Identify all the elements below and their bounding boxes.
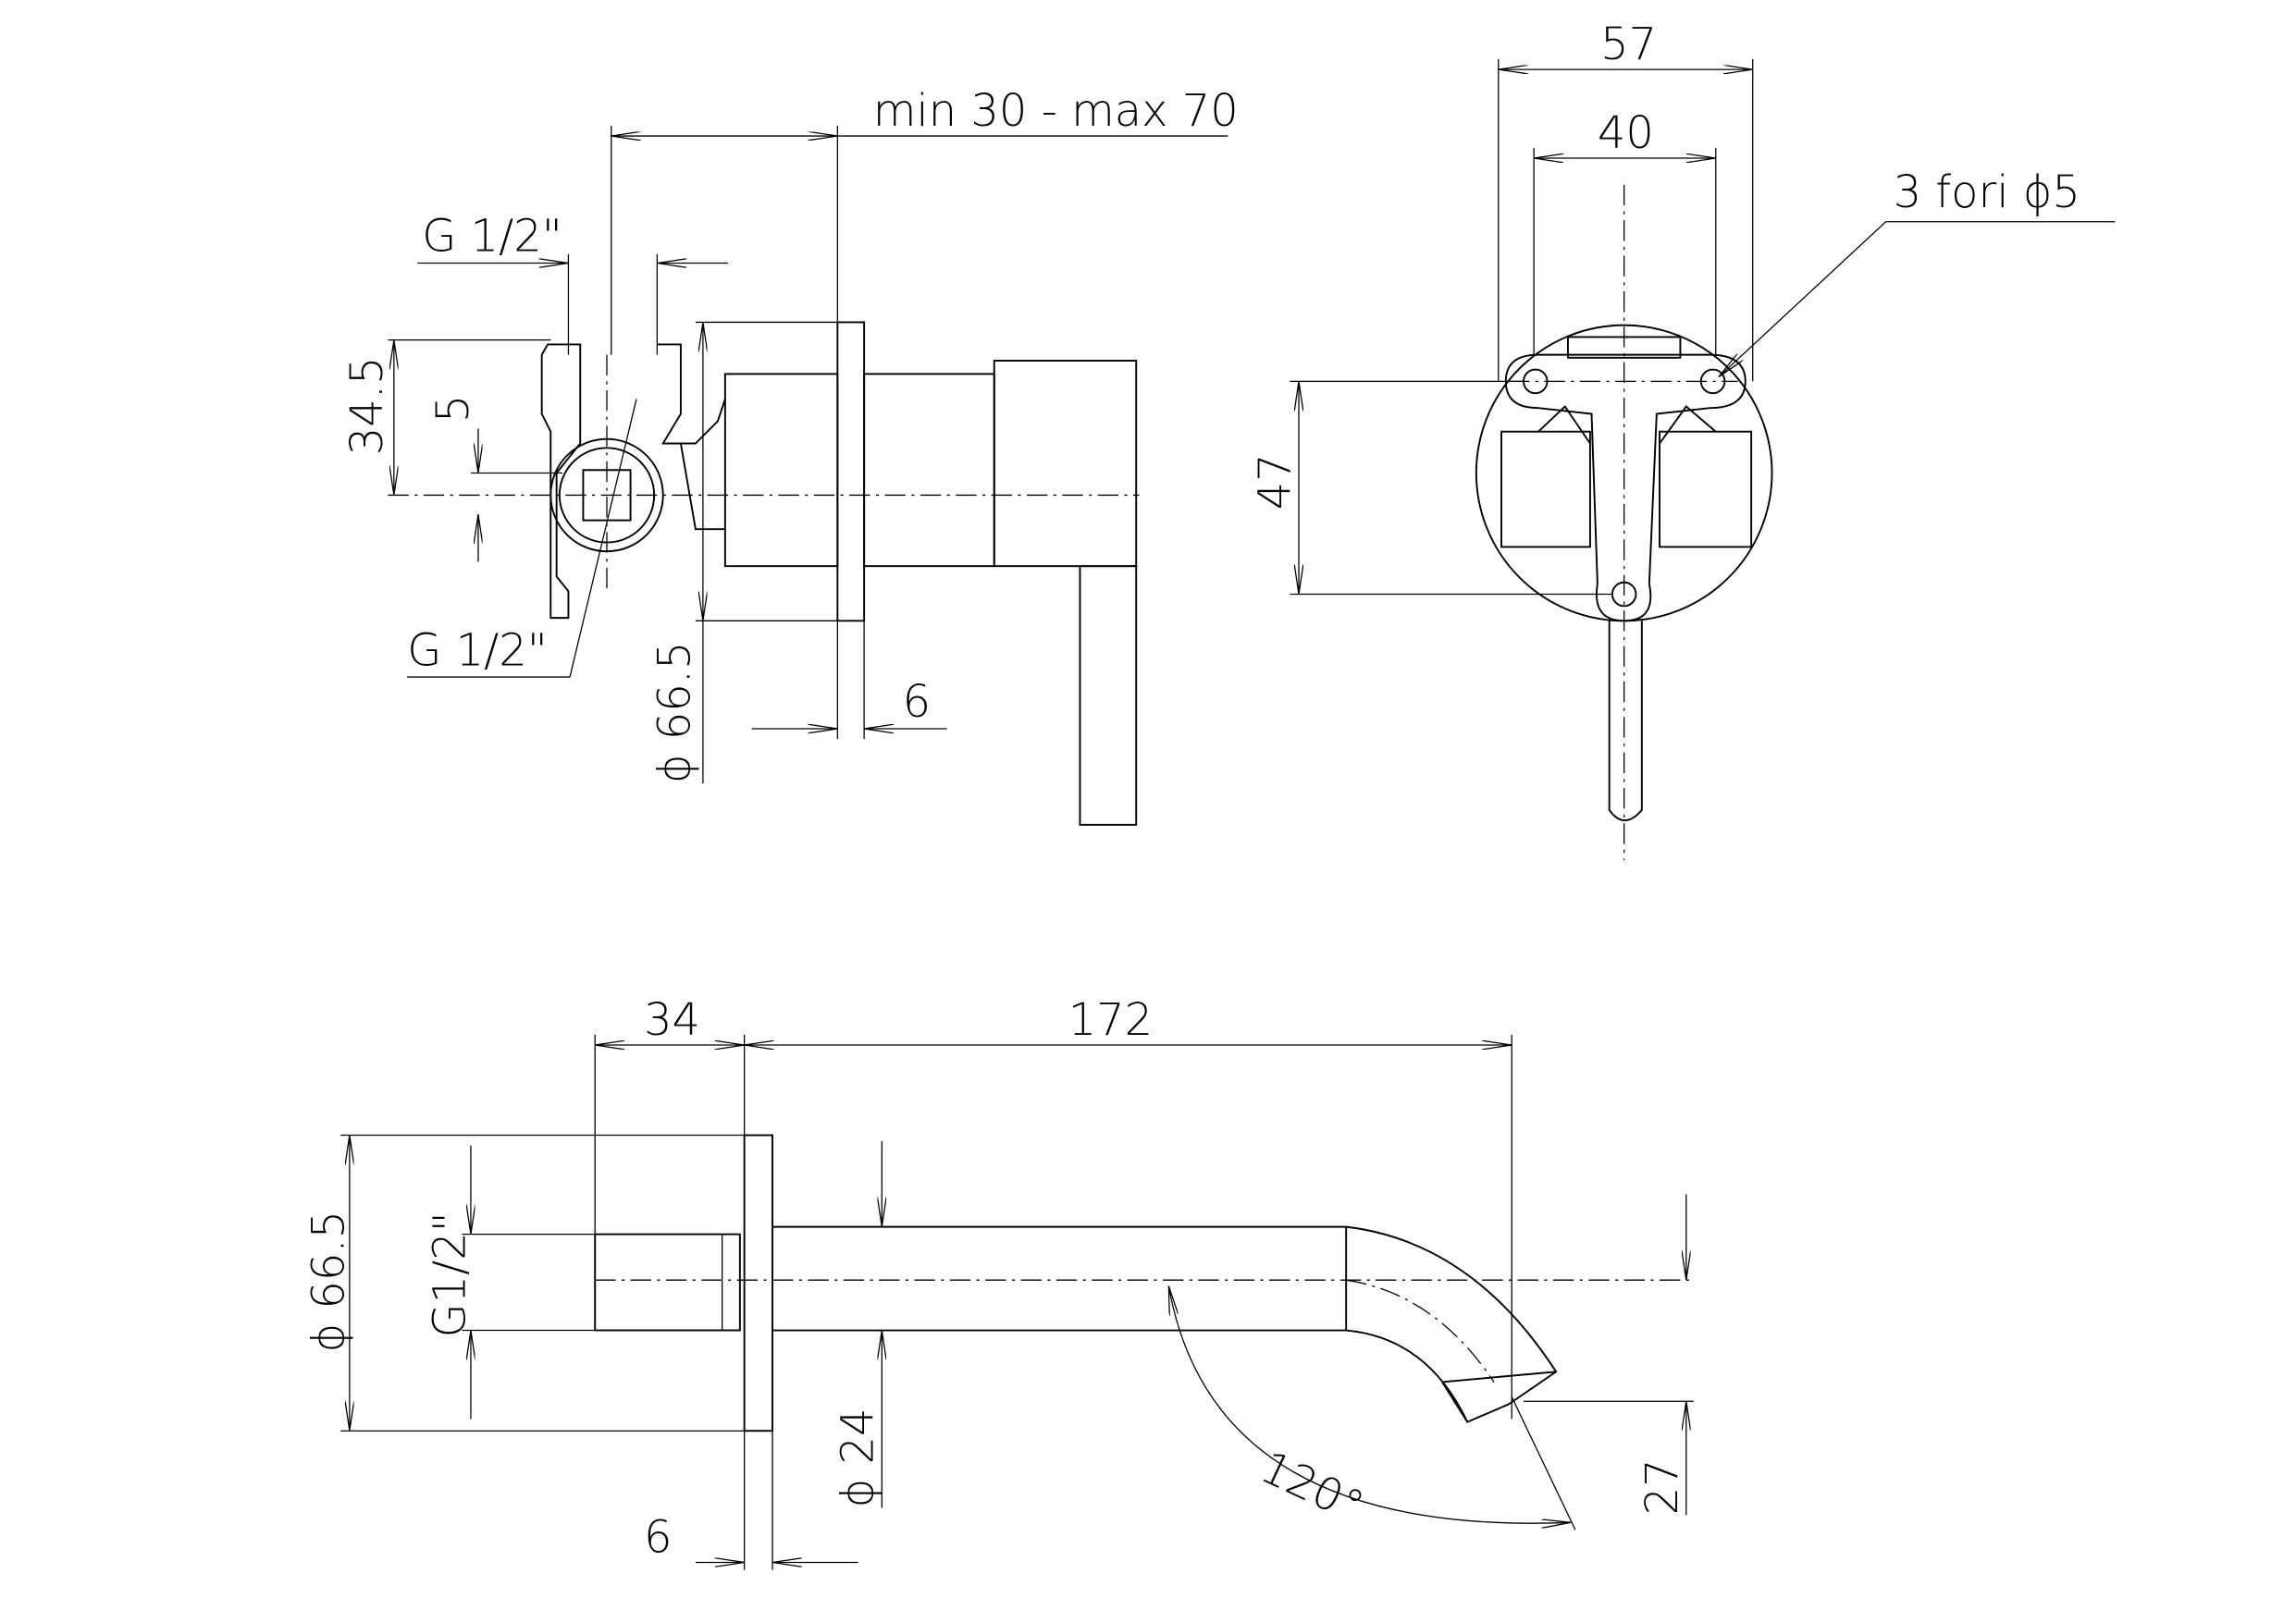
- mixer-side-view: min 30 - max 70 G 1/2" 34.5 5 ϕ 66.5 6 G…: [341, 85, 1239, 826]
- thread-top-label: G 1/2": [422, 211, 562, 263]
- min-max-label: min 30 - max 70: [873, 85, 1239, 137]
- pipe-diameter-label: ϕ 24: [833, 1408, 884, 1507]
- flange-diameter-label: ϕ 66.5: [649, 642, 701, 784]
- offset-34-5-label: 34.5: [341, 357, 393, 456]
- mixer-front-view: 57 40 3 fori ϕ5 47: [1249, 18, 2116, 861]
- spout-length-label: 172: [1068, 994, 1154, 1046]
- flange-thickness-label: 6: [903, 676, 932, 728]
- vertical-spacing-label: 47: [1249, 453, 1301, 510]
- drop-label: 27: [1636, 1458, 1688, 1515]
- outer-width-label: 57: [1600, 18, 1657, 70]
- holes-note-label: 3 fori ϕ5: [1894, 166, 2080, 218]
- offset-5-label: 5: [427, 395, 479, 424]
- spout-side-view: 34 172 ϕ 66.5 G1/2" ϕ 24 6 120° 27: [302, 994, 1694, 1570]
- spout-flange-thickness-label: 6: [644, 1511, 673, 1563]
- spout-flange-diameter-label: ϕ 66.5: [302, 1211, 354, 1353]
- thread-bottom-label: G 1/2": [407, 624, 548, 676]
- spout-thread-label: G1/2": [425, 1211, 476, 1337]
- angle-label: 120°: [1253, 1441, 1371, 1533]
- stub-length-label: 34: [644, 994, 700, 1046]
- hole-spacing-label: 40: [1598, 107, 1654, 159]
